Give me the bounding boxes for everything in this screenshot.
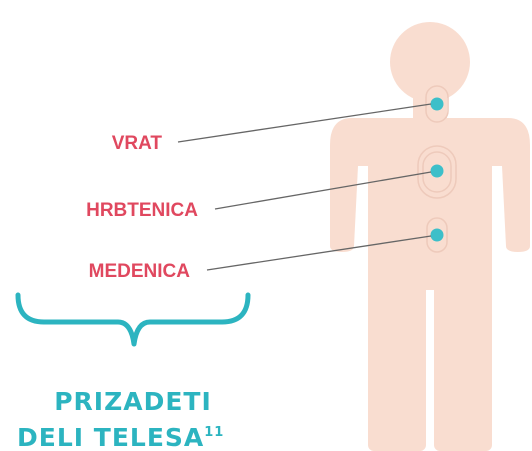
neck-pad [425,85,449,123]
spine-pad [417,145,457,199]
caption-footnote: 11 [204,425,224,440]
left-leg [368,280,426,451]
human-silhouette [330,22,530,451]
pelvis-label: MEDENICA [89,261,191,282]
right-leg [434,280,492,451]
torso [330,118,530,290]
caption-line-2-text: DELI TELESA [17,423,204,451]
grouping-brace [15,292,251,347]
head [390,22,470,102]
caption-line-1: PRIZADETI [54,387,212,416]
pelvis-leader-line [206,235,432,271]
caption-line-2: DELI TELESA11 [17,423,224,451]
neck-label: VRAT [112,133,163,154]
spine-label: HRBTENICA [86,200,198,221]
spine-leader-line [214,171,432,210]
pelvis-pad [426,217,448,253]
neck-leader-line [177,103,432,143]
